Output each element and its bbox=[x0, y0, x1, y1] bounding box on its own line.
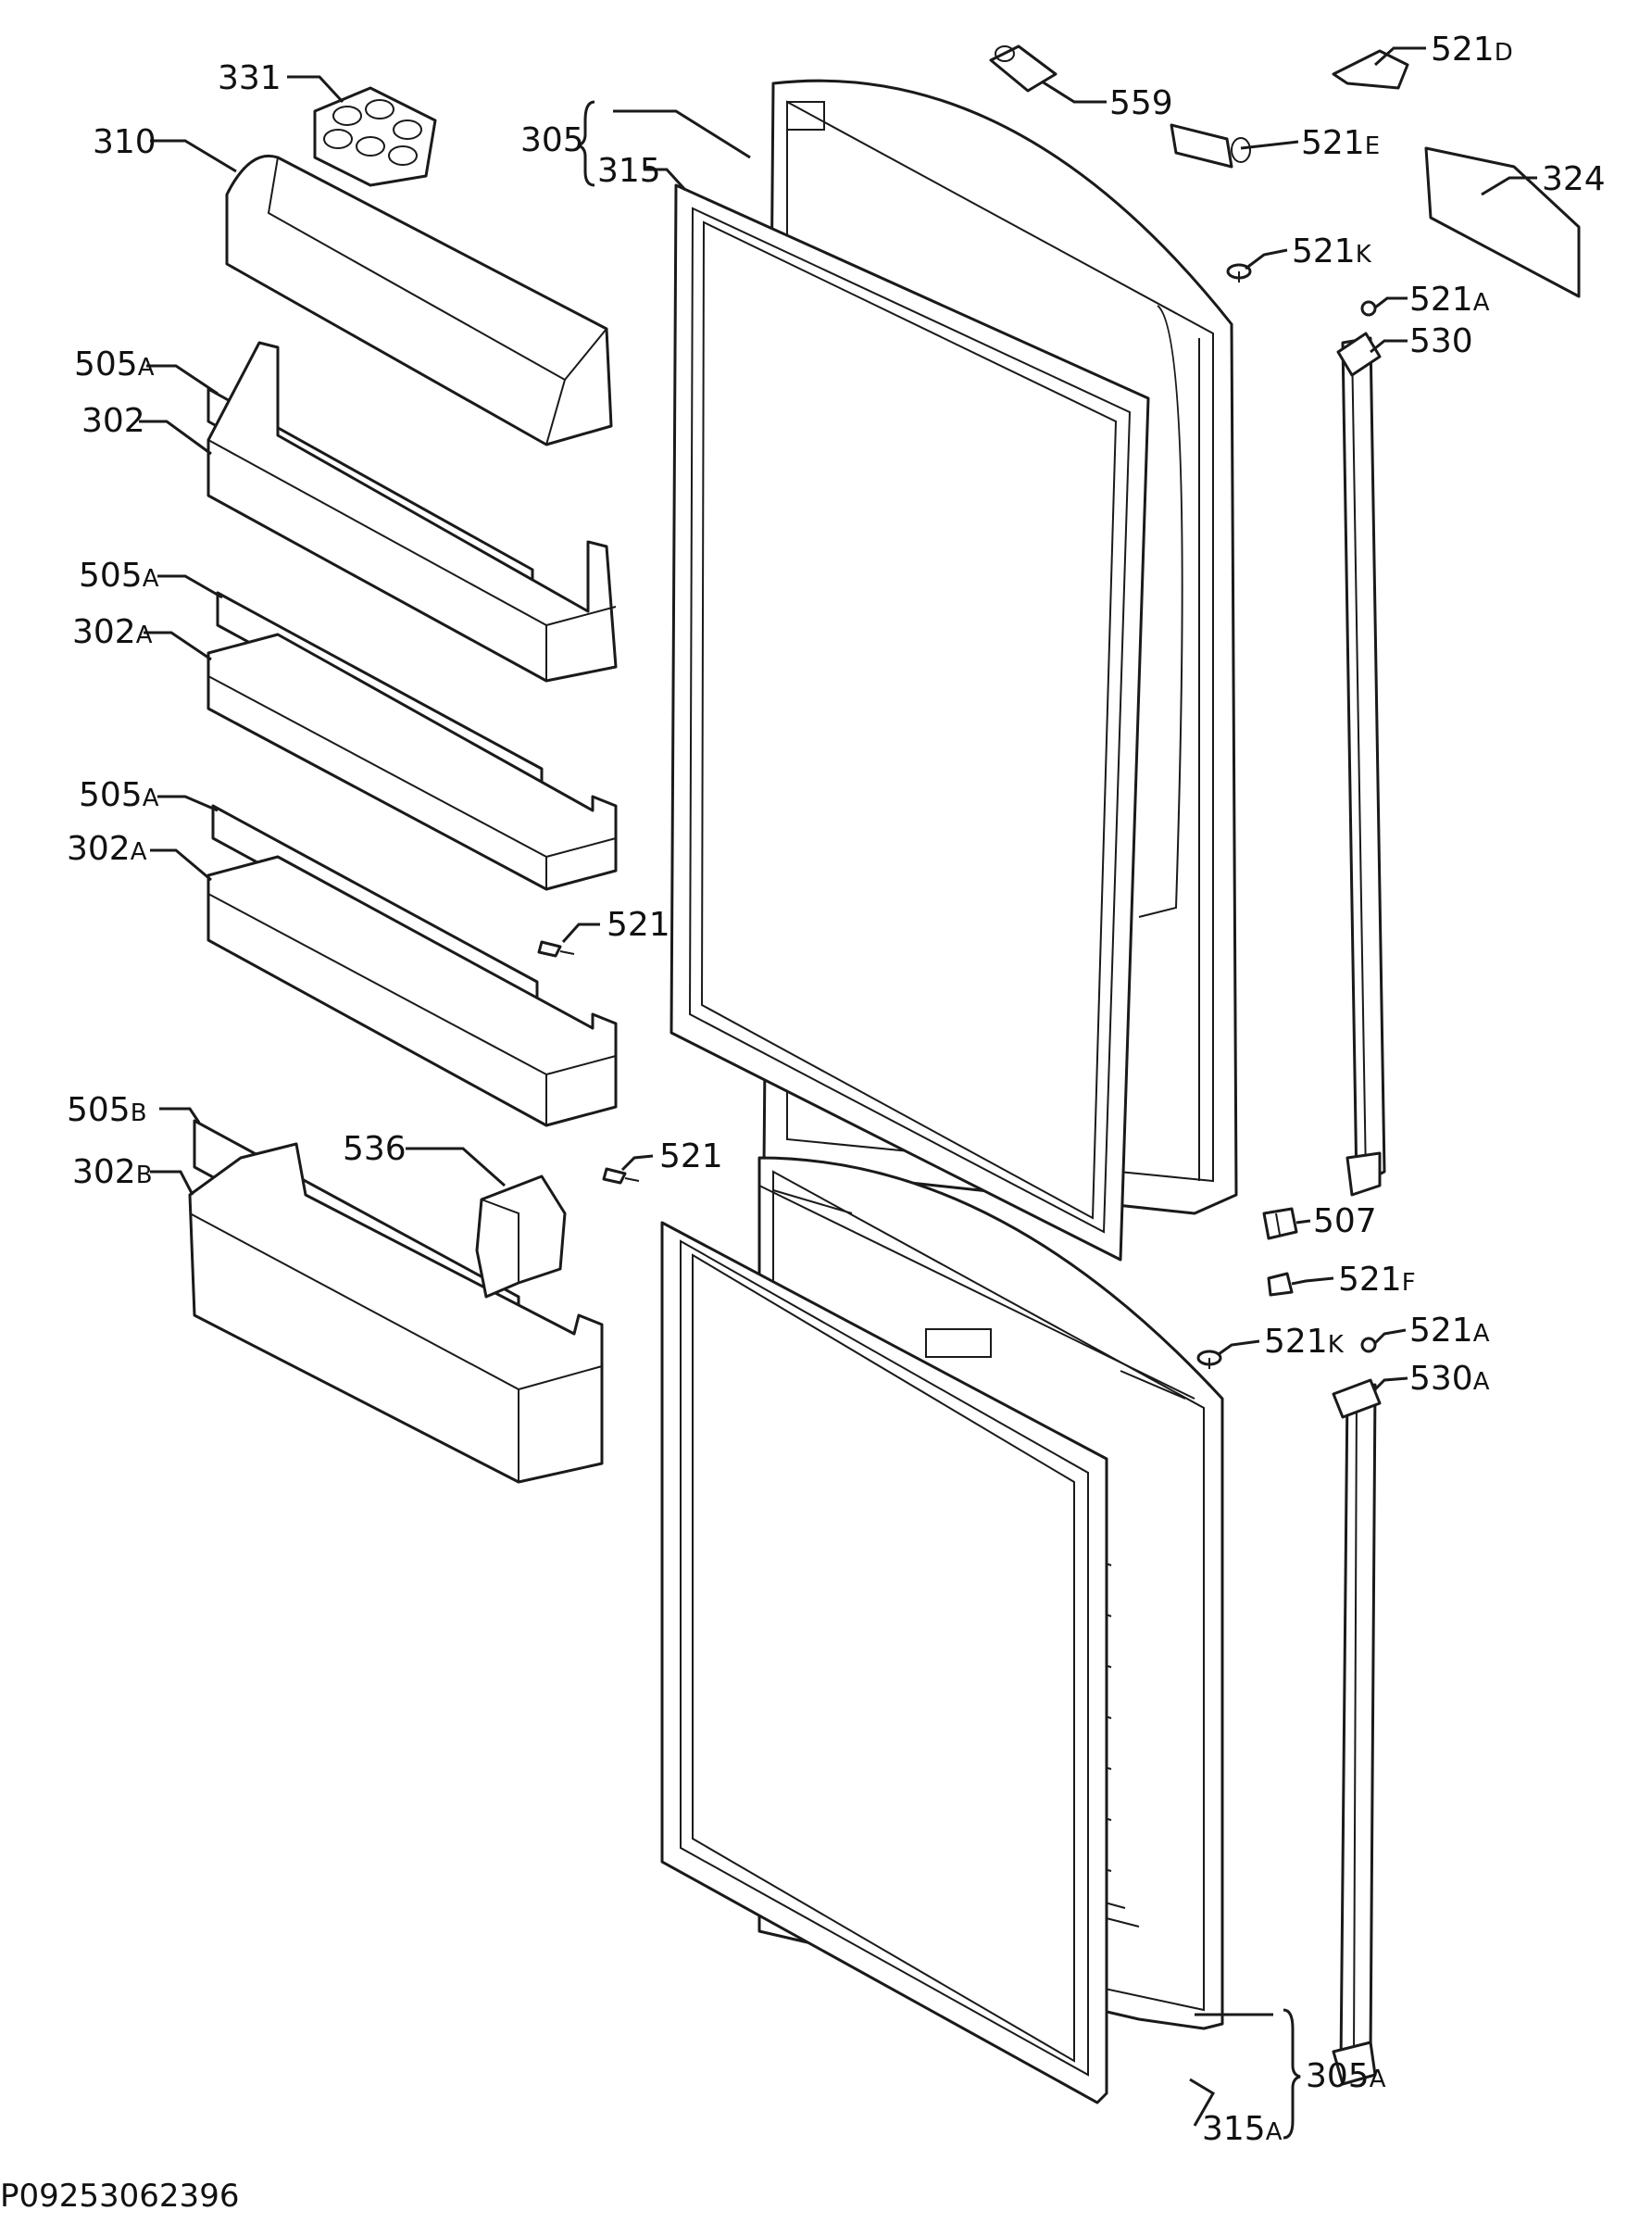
lower-handle-part bbox=[1332, 1378, 1382, 2086]
callout-505a-1: 505A bbox=[74, 345, 155, 383]
door-stop-part bbox=[1262, 1207, 1298, 1240]
hinge-bush-a-lower-part bbox=[1360, 1337, 1377, 1353]
callout-521-upper: 521 bbox=[607, 906, 670, 944]
callout-505b: 505B bbox=[67, 1091, 147, 1129]
hinge-cover-d-part bbox=[1332, 49, 1409, 90]
hinge-cover-e-part bbox=[1170, 123, 1251, 169]
callout-302: 302 bbox=[81, 402, 145, 440]
grouping-braces bbox=[577, 100, 1301, 2140]
callout-530: 530 bbox=[1409, 322, 1473, 360]
callout-521k-upper: 521K bbox=[1292, 232, 1372, 270]
hinge-pin-part bbox=[989, 44, 1058, 93]
callout-507: 507 bbox=[1313, 1202, 1377, 1240]
leader-lines bbox=[139, 46, 1537, 2127]
callout-559: 559 bbox=[1109, 84, 1173, 122]
callout-302a-2: 302A bbox=[67, 830, 147, 868]
clip-f-part bbox=[1267, 1272, 1294, 1297]
door-shelf-1-part bbox=[206, 341, 618, 683]
door-shelf-4-part bbox=[188, 1119, 604, 1484]
door-shelf-2-part bbox=[206, 591, 618, 891]
callout-305a: 305A bbox=[1306, 2057, 1386, 2095]
callout-521a-upper: 521A bbox=[1409, 281, 1490, 319]
callout-536: 536 bbox=[343, 1130, 407, 1168]
hinge-screw-k-upper-part bbox=[1226, 263, 1252, 283]
callout-331: 331 bbox=[218, 59, 282, 97]
dairy-compartment-part bbox=[225, 154, 613, 446]
callout-521f: 521F bbox=[1338, 1261, 1416, 1299]
callout-310: 310 bbox=[93, 123, 156, 161]
egg-tray-part bbox=[313, 86, 437, 187]
bottle-holder-part bbox=[475, 1174, 567, 1299]
callout-305: 305 bbox=[520, 121, 584, 159]
label-plate-part bbox=[1424, 146, 1581, 298]
callout-521e: 521E bbox=[1301, 124, 1380, 162]
callout-302a-1: 302A bbox=[72, 613, 153, 651]
callout-521d: 521D bbox=[1431, 31, 1513, 69]
callout-505a-2: 505A bbox=[79, 557, 159, 595]
document-id: P09253062396 bbox=[0, 2178, 239, 2215]
lower-door-gasket-part bbox=[660, 1221, 1108, 2104]
callout-521-lower: 521 bbox=[659, 1137, 723, 1175]
callout-505a-3: 505A bbox=[79, 776, 159, 814]
hinge-screw-k-lower-part bbox=[1196, 1350, 1222, 1369]
door-shelf-3-part bbox=[206, 804, 618, 1127]
upper-door-gasket-part bbox=[670, 183, 1150, 1262]
callout-530a: 530A bbox=[1409, 1360, 1490, 1398]
upper-handle-part bbox=[1336, 332, 1386, 1197]
callout-315a: 315A bbox=[1202, 2110, 1283, 2148]
callout-302b: 302B bbox=[72, 1153, 153, 1191]
callout-521a-lower: 521A bbox=[1409, 1312, 1490, 1350]
callout-315: 315 bbox=[597, 152, 661, 190]
callout-labels: 331 310 305 315 559 521D 521E 324 521K 5… bbox=[0, 31, 1606, 2215]
screw-upper-part bbox=[537, 940, 575, 958]
hinge-bush-a-upper-part bbox=[1360, 300, 1377, 317]
screw-lower-part bbox=[602, 1167, 640, 1185]
callout-324: 324 bbox=[1542, 160, 1606, 198]
callout-521k-lower: 521K bbox=[1264, 1323, 1345, 1361]
